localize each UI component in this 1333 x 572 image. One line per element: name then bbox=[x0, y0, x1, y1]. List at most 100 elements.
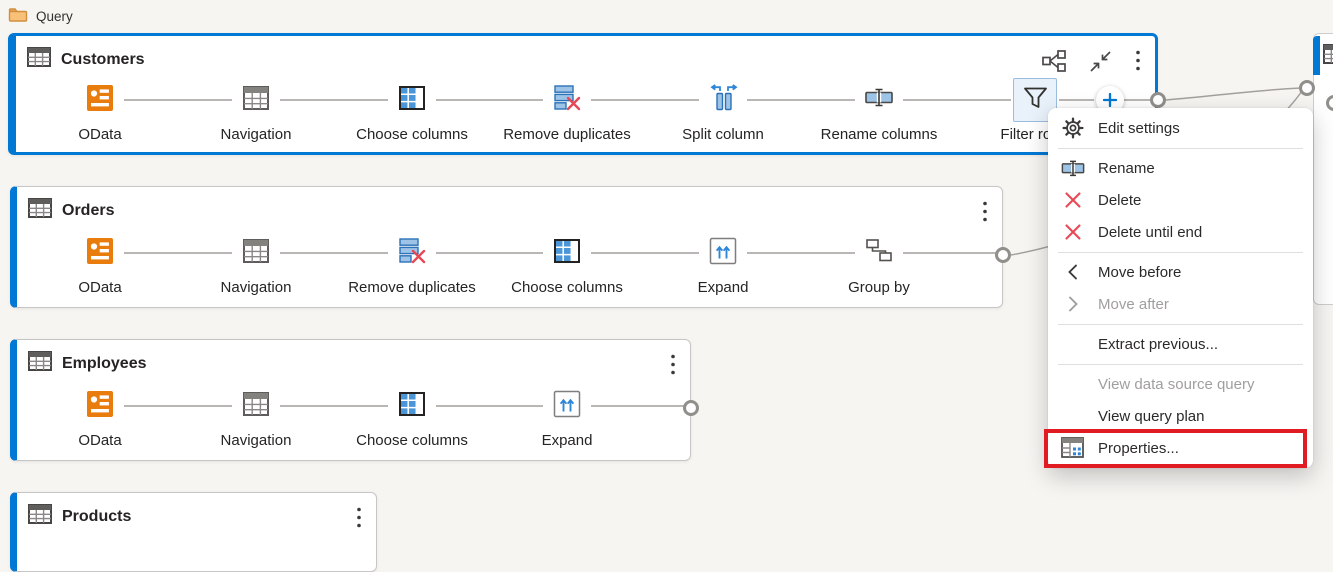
menu-item-extract-previous[interactable]: Extract previous... bbox=[1048, 328, 1313, 360]
step-choose-columns[interactable] bbox=[390, 384, 434, 428]
menu-item-label: Properties... bbox=[1098, 439, 1179, 457]
related-queries-icon[interactable] bbox=[1041, 50, 1067, 72]
step-connector-line bbox=[747, 252, 855, 254]
step-label: Expand bbox=[697, 279, 749, 296]
query-group-text: Query bbox=[36, 9, 73, 24]
step-connector-line bbox=[436, 405, 543, 407]
gear-icon bbox=[1061, 117, 1085, 139]
output-connector[interactable] bbox=[1150, 92, 1166, 108]
rename-icon bbox=[1061, 159, 1085, 178]
output-connector[interactable] bbox=[995, 247, 1011, 263]
query-name-label: Employees bbox=[62, 354, 147, 372]
step-label: Choose columns bbox=[356, 126, 468, 143]
navigation-icon bbox=[243, 391, 269, 421]
step-connector-line bbox=[436, 252, 543, 254]
step-navigation[interactable] bbox=[234, 78, 278, 122]
step-label: OData bbox=[78, 279, 122, 296]
step-connector-line bbox=[436, 99, 543, 101]
step-odata[interactable] bbox=[78, 78, 122, 122]
partial-query-accent-bar bbox=[1313, 36, 1320, 75]
menu-divider bbox=[1058, 147, 1303, 149]
query-card-title: Customers bbox=[27, 47, 145, 72]
menu-item-rename[interactable]: Rename bbox=[1048, 152, 1313, 184]
step-connector-line bbox=[747, 99, 855, 101]
menu-item-label: View query plan bbox=[1098, 407, 1205, 425]
menu-item-delete-until-end[interactable]: Delete until end bbox=[1048, 216, 1313, 248]
properties-icon bbox=[1061, 437, 1085, 459]
table-icon bbox=[28, 198, 52, 223]
more-options-icon[interactable] bbox=[355, 506, 363, 530]
folder-icon bbox=[8, 7, 28, 26]
query-group-label: Query bbox=[8, 7, 73, 26]
remove-duplicates-icon bbox=[398, 237, 426, 269]
menu-item-delete[interactable]: Delete bbox=[1048, 184, 1313, 216]
step-odata[interactable] bbox=[78, 231, 122, 275]
split-column-icon bbox=[708, 84, 738, 116]
step-connector-line bbox=[124, 405, 232, 407]
more-options-icon[interactable] bbox=[981, 200, 989, 224]
menu-item-label: Rename bbox=[1098, 159, 1155, 177]
step-connector-line bbox=[591, 99, 699, 101]
step-label: Remove duplicates bbox=[348, 279, 476, 296]
output-connector[interactable] bbox=[683, 400, 699, 416]
collapse-icon[interactable] bbox=[1089, 50, 1112, 73]
step-label: Choose columns bbox=[356, 432, 468, 449]
step-remove-duplicates[interactable] bbox=[545, 78, 589, 122]
query-name-label: Customers bbox=[61, 50, 145, 68]
step-expand[interactable] bbox=[701, 231, 745, 275]
step-odata[interactable] bbox=[78, 384, 122, 428]
query-card-customers[interactable]: Customers bbox=[8, 33, 1158, 155]
menu-item-label: View data source query bbox=[1098, 375, 1255, 393]
query-card-title: Products bbox=[28, 504, 131, 529]
menu-item-view-query-plan[interactable]: View query plan bbox=[1048, 400, 1313, 432]
step-label: Expand bbox=[541, 432, 593, 449]
chevron-left-icon bbox=[1061, 263, 1085, 281]
menu-item-properties[interactable]: Properties... bbox=[1048, 432, 1313, 464]
menu-item-view-data-source-query[interactable]: View data source query bbox=[1048, 368, 1313, 400]
menu-item-move-before[interactable]: Move before bbox=[1048, 256, 1313, 288]
step-expand[interactable] bbox=[545, 384, 589, 428]
choose-columns-icon bbox=[399, 391, 425, 421]
more-options-icon[interactable] bbox=[1134, 49, 1142, 73]
step-remove-duplicates[interactable] bbox=[390, 231, 434, 275]
step-label: Remove duplicates bbox=[503, 126, 631, 143]
group-by-icon bbox=[865, 238, 893, 268]
menu-item-label: Extract previous... bbox=[1098, 335, 1219, 353]
step-navigation[interactable] bbox=[234, 231, 278, 275]
menu-item-move-after[interactable]: Move after bbox=[1048, 288, 1313, 320]
delete-icon bbox=[1061, 190, 1085, 210]
step-connector-line bbox=[280, 405, 388, 407]
menu-divider bbox=[1058, 363, 1303, 365]
more-options-icon[interactable] bbox=[669, 353, 677, 377]
expand-icon bbox=[709, 237, 737, 270]
query-card-title: Employees bbox=[28, 351, 146, 376]
expand-icon bbox=[553, 390, 581, 423]
input-connector[interactable] bbox=[1299, 80, 1315, 96]
step-group-by[interactable] bbox=[857, 231, 901, 275]
menu-item-label: Edit settings bbox=[1098, 119, 1180, 137]
rename-columns-icon bbox=[864, 87, 894, 113]
step-label: Choose columns bbox=[511, 279, 623, 296]
menu-item-edit-settings[interactable]: Edit settings bbox=[1048, 112, 1313, 144]
step-connector-line bbox=[1124, 99, 1152, 101]
step-choose-columns[interactable] bbox=[390, 78, 434, 122]
output-connector[interactable] bbox=[1326, 95, 1333, 111]
query-name-label: Orders bbox=[62, 201, 115, 219]
step-navigation[interactable] bbox=[234, 384, 278, 428]
step-connector-line bbox=[280, 99, 388, 101]
odata-icon bbox=[87, 84, 113, 116]
step-rename-columns[interactable] bbox=[857, 78, 901, 122]
step-choose-columns[interactable] bbox=[545, 231, 589, 275]
menu-divider bbox=[1058, 251, 1303, 253]
choose-columns-icon bbox=[554, 238, 580, 268]
step-label: Rename columns bbox=[820, 126, 938, 143]
menu-item-label: Delete bbox=[1098, 191, 1142, 209]
step-label: Navigation bbox=[220, 279, 292, 296]
query-card-products[interactable]: Products bbox=[10, 492, 377, 572]
step-connector-line bbox=[591, 252, 699, 254]
table-icon bbox=[27, 47, 51, 72]
step-split-column[interactable] bbox=[701, 78, 745, 122]
query-card-orders[interactable]: Orders bbox=[10, 186, 1003, 308]
